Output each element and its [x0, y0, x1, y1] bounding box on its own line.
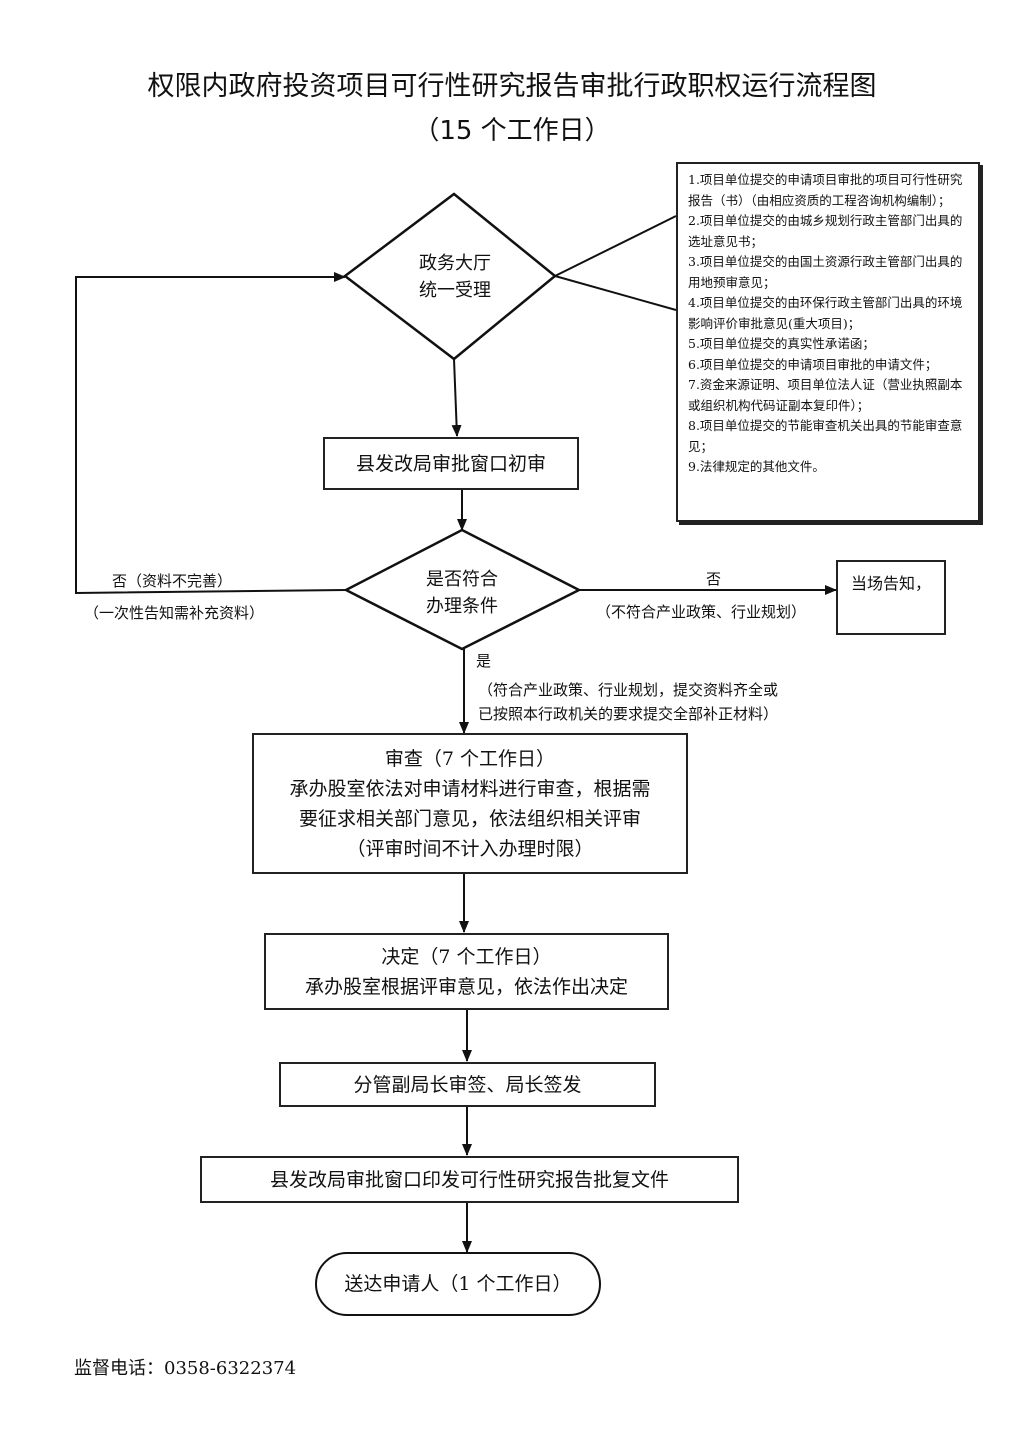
- notify-box: 当场告知，: [836, 560, 946, 635]
- review-line1: 审查（7 个工作日）: [384, 747, 556, 770]
- no-policy-note: （不符合产业政策、行业规划）: [596, 603, 807, 621]
- document-item: 3.项目单位提交的由国土资源行政主管部门出具的用地预审意见；: [688, 254, 963, 290]
- document-item: 8.项目单位提交的节能审查机关出具的节能审查意见；: [688, 418, 963, 454]
- initial-review-text: 县发改局审批窗口初审: [355, 452, 546, 475]
- condition-diamond: [343, 528, 582, 651]
- document-item: 7.资金来源证明、项目单位法人证（营业执照副本或组织机构代码证副本复印件）；: [688, 377, 963, 413]
- docs-connector-bottom: [554, 275, 677, 311]
- sign-text: 分管副局长审签、局长签发: [353, 1073, 582, 1096]
- document-item: 2.项目单位提交的由城乡规划行政主管部门出具的选址意见书；: [688, 213, 963, 249]
- document-item: 1.项目单位提交的申请项目审批的项目可行性研究报告（书）（由相应资质的工程咨询机…: [688, 172, 963, 208]
- required-documents-box: 1.项目单位提交的申请项目审批的项目可行性研究报告（书）（由相应资质的工程咨询机…: [676, 162, 980, 522]
- deliver-box: 送达申请人（1 个工作日）: [318, 1255, 598, 1313]
- review-line2: 承办股室依法对申请材料进行审查，根据需: [289, 777, 651, 800]
- arrow-no-loop-back: [75, 272, 347, 595]
- no-incomplete-label: 否（资料不完善）: [112, 572, 233, 590]
- issue-text: 县发改局审批窗口印发可行性研究报告批复文件: [269, 1168, 669, 1191]
- deliver-terminal: [315, 1252, 601, 1316]
- notify-text: 当场告知，: [850, 574, 931, 593]
- no-policy-label: 否: [706, 570, 722, 588]
- arrow-accept-to-initial: [451, 358, 462, 437]
- sign-box: 分管副局长审签、局长签发: [279, 1062, 656, 1107]
- docs-connector-top: [554, 215, 677, 277]
- document-item: 6.项目单位提交的申请项目审批的申请文件；: [688, 356, 938, 372]
- deliver-text: 送达申请人（1 个工作日）: [344, 1273, 572, 1295]
- document-item: 5.项目单位提交的真实性承诺函；: [688, 336, 875, 351]
- document-item: 4.项目单位提交的由环保行政主管部门出具的环境影响评价审批意见(重大项目)；: [688, 295, 963, 331]
- yes-note-line2: 已按照本行政机关的要求提交全部补正材料）: [478, 705, 779, 723]
- page-title: 权限内政府投资项目可行性研究报告审批行政职权运行流程图: [147, 71, 877, 102]
- condition-line1: 是否符合: [426, 569, 498, 590]
- decision-line1: 决定（7 个工作日）: [381, 945, 552, 968]
- yes-label: 是: [476, 652, 492, 670]
- accept-diamond-text: 政务大厅 统一受理: [380, 250, 530, 304]
- condition-line2: 办理条件: [426, 596, 498, 617]
- decision-box: 决定（7 个工作日） 承办股室根据评审意见，依法作出决定: [264, 933, 669, 1010]
- condition-diamond-text: 是否符合 办理条件: [392, 566, 532, 620]
- page-subtitle: （15 个工作日）: [413, 116, 611, 146]
- accept-line2: 统一受理: [419, 280, 491, 301]
- review-box: 审查（7 个工作日） 承办股室依法对申请材料进行审查，根据需 要征求相关部门意见…: [252, 733, 688, 874]
- initial-review-box: 县发改局审批窗口初审: [323, 437, 579, 490]
- issue-box: 县发改局审批窗口印发可行性研究报告批复文件: [200, 1156, 739, 1203]
- no-incomplete-note: （一次性告知需补充资料）: [84, 604, 265, 622]
- yes-note: （符合产业政策、行业规划，提交资料齐全或 已按照本行政机关的要求提交全部补正材料…: [478, 678, 778, 726]
- accept-line1: 政务大厅: [419, 253, 491, 274]
- document-item: 9.法律规定的其他文件。: [688, 459, 825, 474]
- decision-line2: 承办股室根据评审意见，依法作出决定: [304, 975, 628, 998]
- review-line4: （评审时间不计入办理时限）: [346, 837, 594, 860]
- review-line3: 要征求相关部门意见，依法组织相关评审: [298, 807, 641, 830]
- yes-note-line1: （符合产业政策、行业规划，提交资料齐全或: [478, 681, 779, 699]
- supervision-phone: 监督电话：0358-6322374: [74, 1358, 297, 1379]
